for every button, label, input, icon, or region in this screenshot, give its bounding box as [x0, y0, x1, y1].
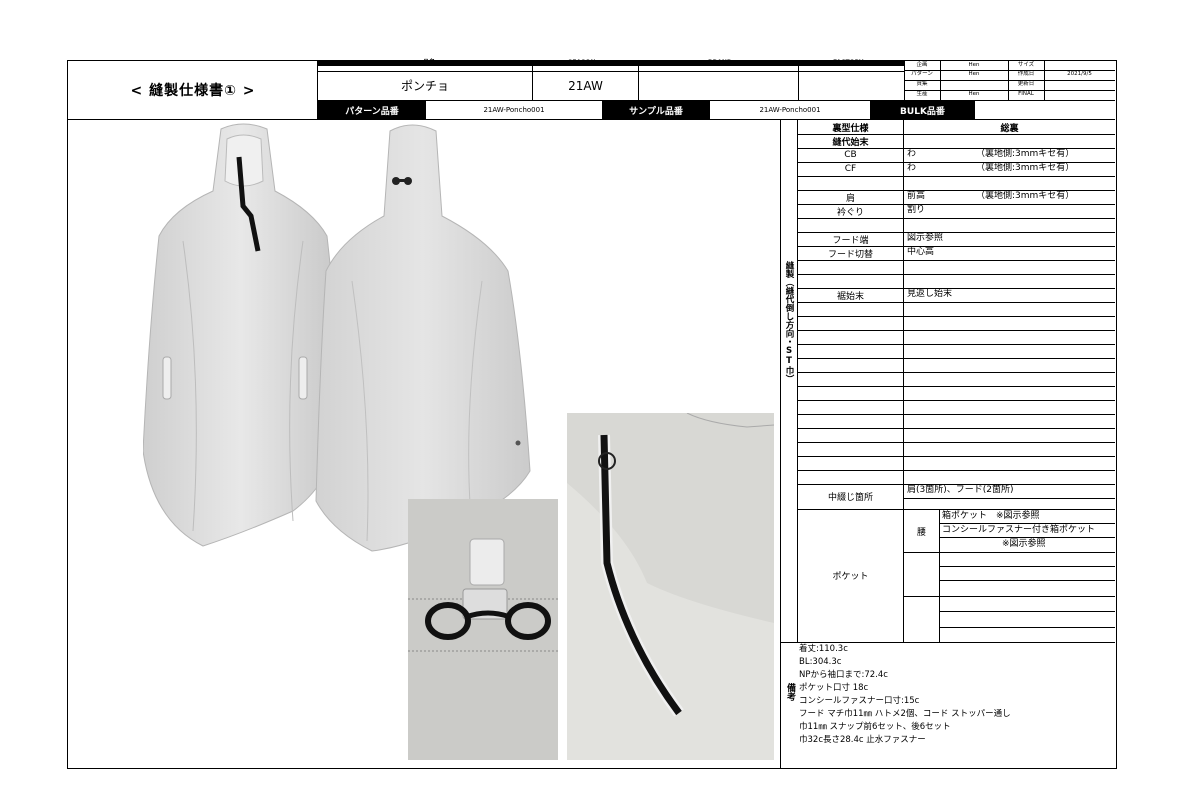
spec-row-item: フード端: [832, 235, 869, 246]
approval-value: Hen: [968, 61, 980, 68]
approval-value2: [1044, 80, 1115, 90]
spec-row-value: わ: [907, 163, 917, 173]
approval-label: 企画: [916, 61, 928, 68]
approval-label2: FINAL: [1018, 91, 1034, 98]
approval-label2: 更新日: [1017, 81, 1035, 88]
pocket-position: 腰: [916, 528, 926, 538]
approval-grid: 企画 Hen サイズ パターン Hen 作成日 2021/9/5 資集 更新日 …: [904, 61, 1115, 100]
spec-row-value: わ: [907, 149, 917, 159]
sewing-side-label: 縫製（縫代倒し方向・ST巾）: [784, 261, 794, 383]
note-line: 巾32c長さ28.4c 止水ファスナー: [799, 735, 926, 745]
spec-row-value: 割り: [907, 205, 926, 215]
approval-label: 資集: [916, 81, 928, 88]
sample-no-value: 21AW-Poncho001: [759, 106, 821, 114]
poncho-front-image: [143, 121, 343, 553]
approval-value2: 2021/9/5: [1067, 71, 1092, 78]
spec-row-item: フード切替: [827, 249, 873, 260]
bulk-no-label: BULK品番: [900, 106, 945, 117]
spec-head-left: 裏型仕様: [832, 123, 869, 134]
spec-row-value: 前高: [907, 191, 926, 201]
spec-row-value: 見返し始末: [907, 289, 953, 299]
col-label-season: SEASON: [568, 59, 596, 66]
note-line: フード マチ巾11㎜ ハトメ2個、コード ストッパー通し: [799, 709, 1011, 719]
col-label-factory: FACTORY: [833, 59, 864, 66]
spec-row-value: 図示参照: [907, 233, 944, 243]
note-line: 巾11㎜ スナップ前6セット、後6セット: [799, 722, 951, 732]
poncho-back-image: [312, 121, 532, 557]
product-name: ポンチョ: [400, 79, 449, 93]
spec-row-value: 中心高: [907, 247, 935, 257]
spec-row-item: CF: [844, 164, 857, 174]
season-value: 21AW: [568, 78, 603, 93]
col-label-name: 品名: [423, 59, 436, 66]
note-line: ポケット口寸 18c: [799, 683, 869, 693]
stitch-value: 肩(3箇所)、フード(2箇所): [907, 485, 1014, 495]
spec-row-note: （裏地側:3mmキセ有）: [976, 191, 1075, 201]
pattern-no-value: 21AW-Poncho001: [483, 106, 545, 114]
spec-row-item: 衿ぐり: [836, 207, 864, 218]
factory-value: [799, 71, 904, 100]
approval-value: [940, 80, 1008, 90]
brand-value: [639, 71, 798, 100]
spec-head-right: 総裏: [1000, 123, 1019, 134]
approval-label: パターン: [911, 71, 933, 78]
col-label-brand: BRAND: [708, 59, 732, 66]
approval-value: Hen: [968, 71, 980, 78]
pocket-line: ※図示参照: [1002, 539, 1046, 549]
zipper-closeup-image: [567, 413, 774, 760]
sheet-title: < 縫製仕様書① >: [130, 83, 256, 99]
spec-row-item: 裾始末: [836, 291, 864, 302]
spec-row-note: （裏地側:3mmキセ有）: [976, 149, 1075, 159]
stitch-label: 中綴じ箇所: [827, 493, 873, 503]
sample-no-label: サンプル品番: [629, 106, 683, 117]
approval-label2: サイズ: [1017, 61, 1035, 68]
pocket-line: コンシールファスナー付き箱ポケット: [942, 525, 1096, 535]
cord-stopper-closeup-image: [408, 499, 558, 760]
approval-label: 生産: [916, 91, 928, 98]
pocket-line: 箱ポケット ※図示参照: [942, 511, 1040, 521]
pocket-label: ポケット: [832, 572, 869, 582]
spec-row-note: （裏地側:3mmキセ有）: [976, 163, 1075, 173]
spec-row-item: 肩: [845, 193, 855, 204]
pattern-no-label: パターン品番: [345, 106, 399, 117]
note-line: 着丈:110.3c: [799, 644, 848, 654]
approval-value2: [1044, 61, 1115, 70]
approval-label2: 作成日: [1017, 71, 1035, 78]
notes-block: 着丈:110.3c BL:304.3c NPから袖口まで:72.4c ポケット口…: [799, 643, 1011, 747]
note-line: NPから袖口まで:72.4c: [799, 670, 888, 680]
spec-sheet: < 縫製仕様書① > 品名 SEASON BRAND FACTORY ポンチョ …: [67, 60, 1117, 769]
spec-row-item: CB: [844, 150, 857, 160]
bulk-no-value: [975, 101, 1115, 119]
note-line: コンシールファスナー口寸:15c: [799, 696, 920, 706]
notes-label: 備考: [785, 683, 795, 701]
note-line: BL:304.3c: [799, 657, 842, 667]
approval-value2: [1044, 90, 1115, 100]
approval-value: Hen: [968, 91, 980, 98]
seam-title: 縫代始末: [832, 137, 869, 148]
